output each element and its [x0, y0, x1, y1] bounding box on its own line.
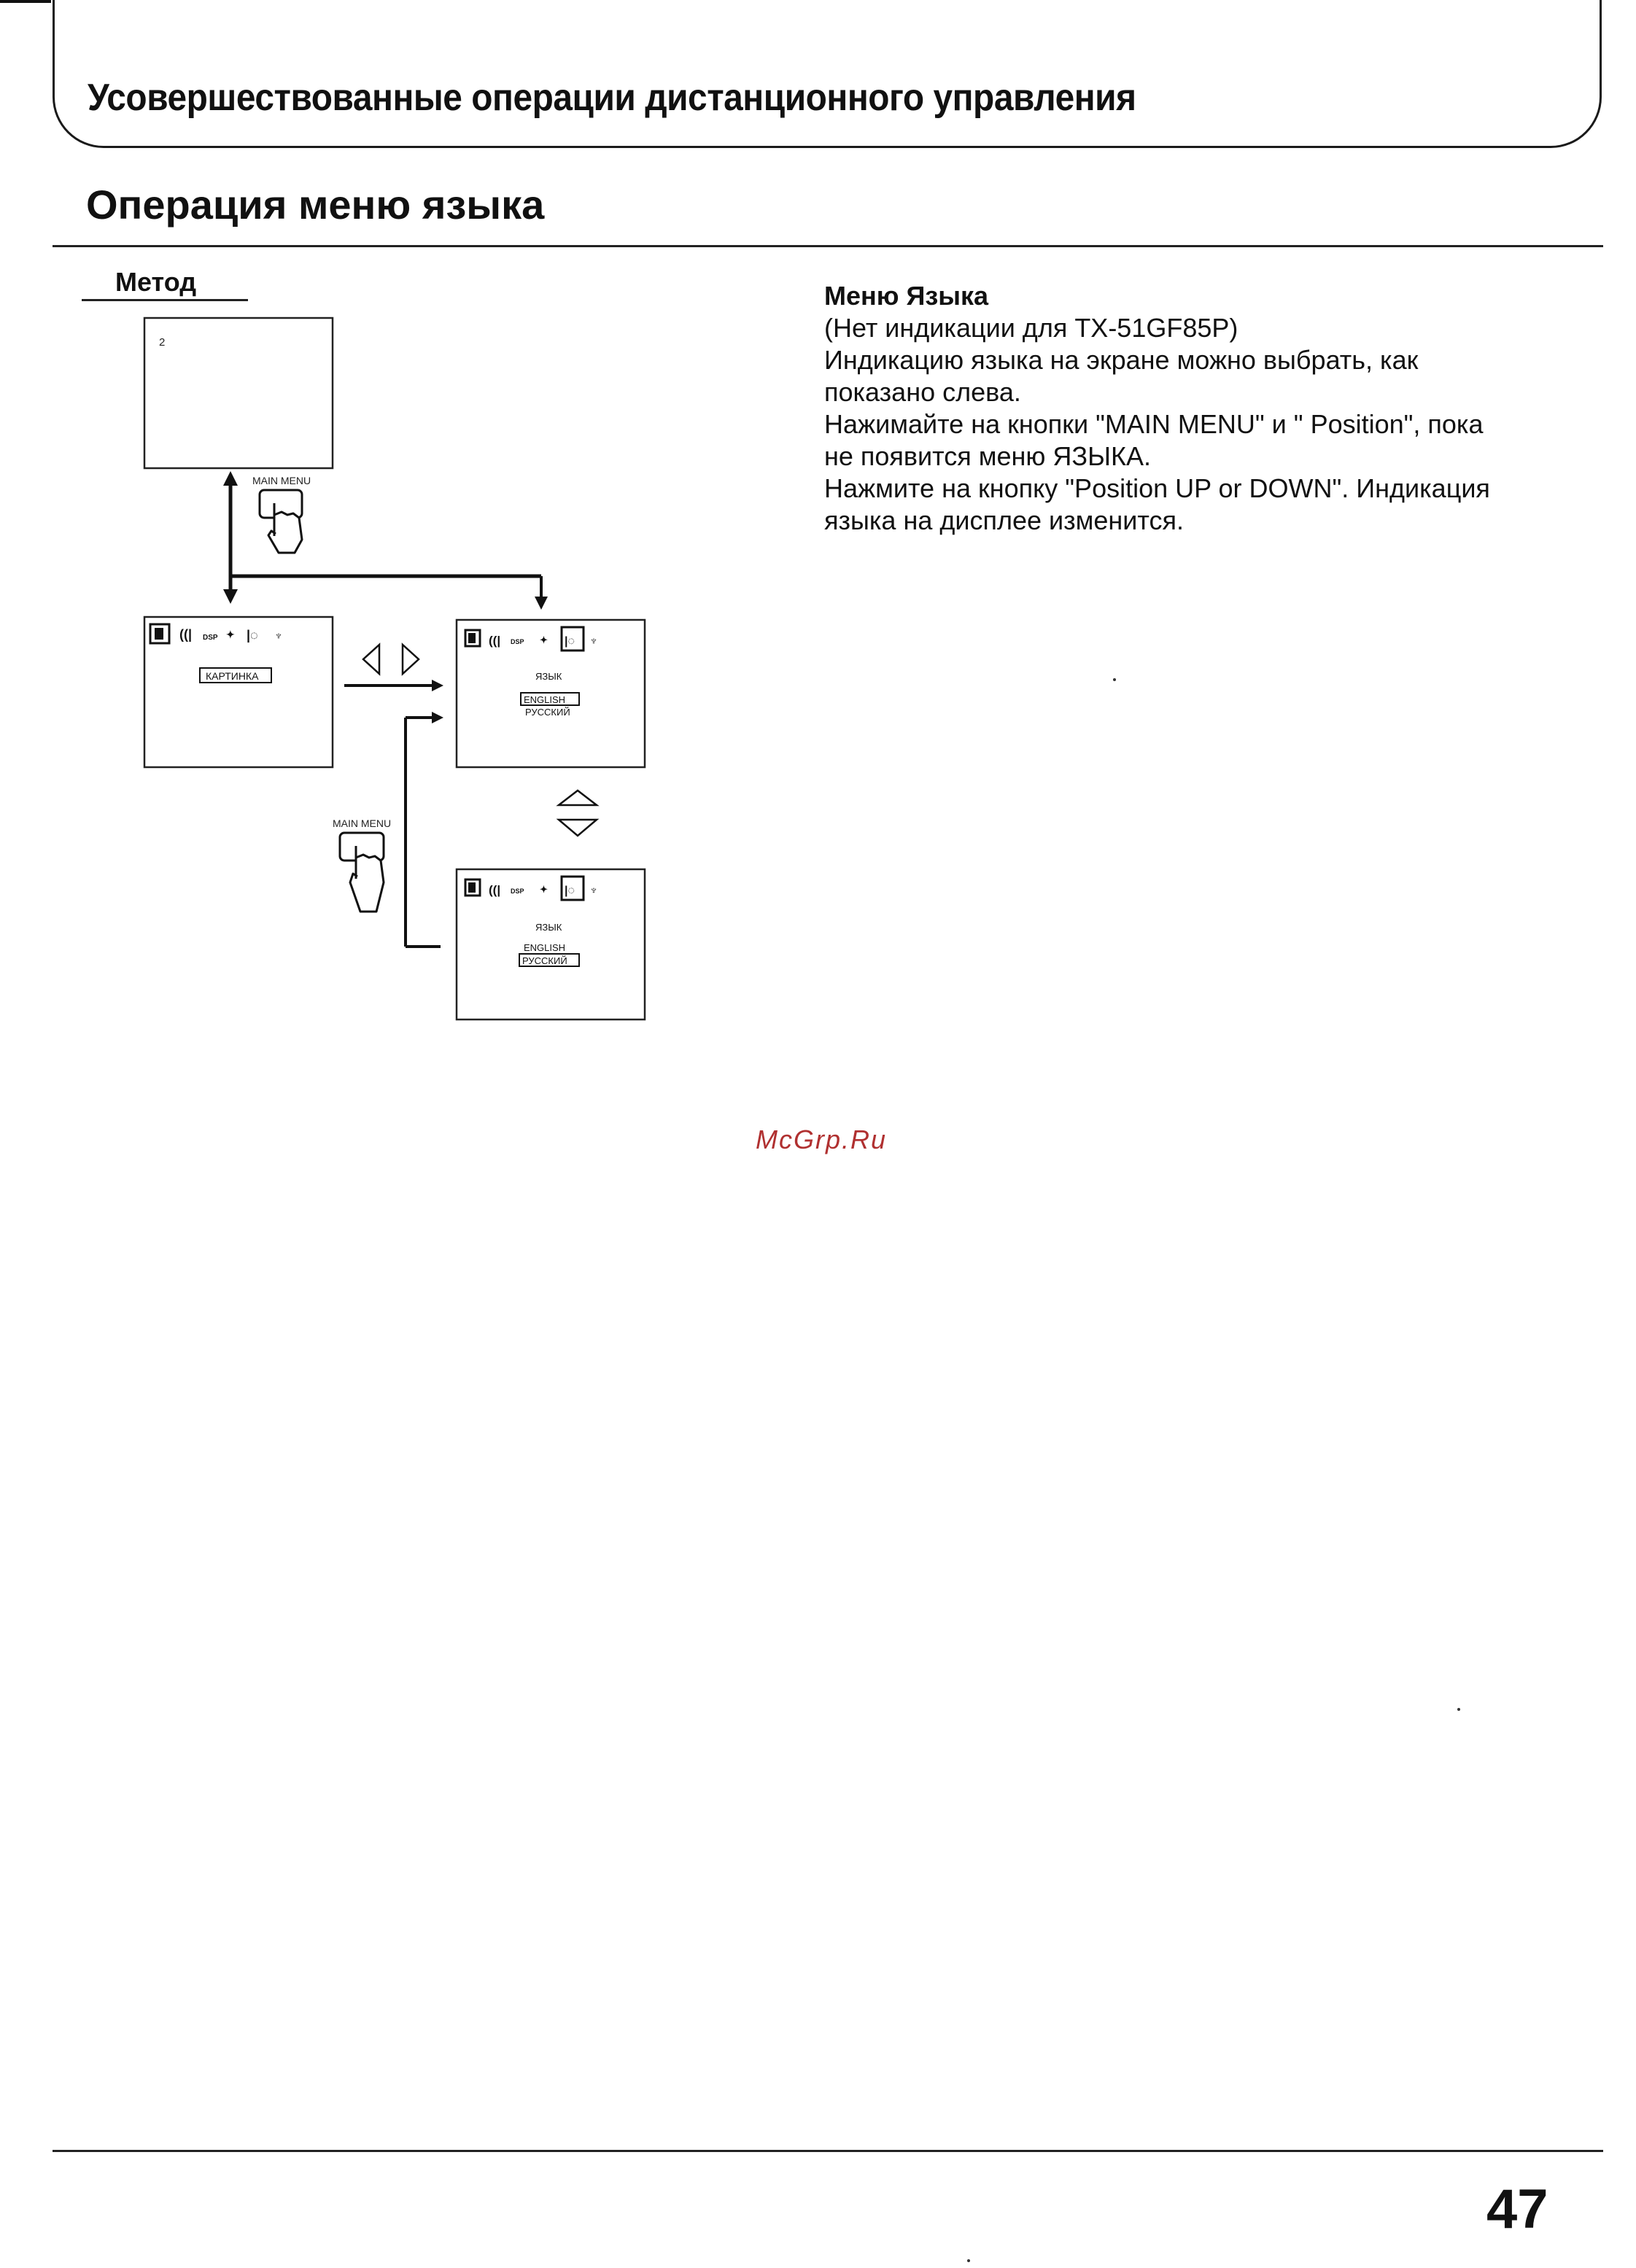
- svg-text:✦: ✦: [540, 884, 548, 895]
- header-frame: [53, 0, 1602, 148]
- svg-text:|◌: |◌: [247, 628, 258, 642]
- instruction-line: Нажмите на кнопку "Position UP or DOWN".…: [824, 473, 1490, 503]
- arrow-up-icon: [223, 471, 238, 486]
- method-underline: [82, 299, 248, 301]
- method-label: Метод: [115, 267, 197, 297]
- language-menu-diagram: 2 MAIN MENU ((| DSP ✦ |◌ ♆ КАРТИНКА: [143, 316, 646, 1021]
- main-menu-label: MAIN MENU: [252, 475, 311, 486]
- svg-text:DSP: DSP: [511, 888, 524, 895]
- option-english: ENGLISH: [524, 942, 565, 953]
- page-corner-mark: [0, 0, 51, 3]
- heading-rule: [53, 245, 1603, 247]
- svg-text:|◌: |◌: [565, 885, 575, 897]
- main-menu-label: MAIN MENU: [333, 818, 391, 829]
- footer-rule: [53, 2150, 1603, 2152]
- option-russian: РУССКИЙ: [522, 955, 567, 966]
- instructions-block: Меню Языка (Нет индикации для TX-51GF85P…: [824, 280, 1605, 537]
- tv-screen-picture-menu: ((| DSP ✦ |◌ ♆ КАРТИНКА: [143, 615, 334, 769]
- language-label: ЯЗЫК: [535, 922, 562, 933]
- page-number: 47: [1486, 2178, 1548, 2240]
- scan-speck: [1113, 678, 1116, 681]
- instruction-line: Индикацию языка на экране можно выбрать,…: [824, 345, 1419, 375]
- menu-icons-row: ((| DSP ✦ |◌ ♆: [464, 626, 598, 652]
- main-menu-button-hand-1: MAIN MENU: [252, 475, 311, 554]
- tv-screen-language-english: ((| DSP ✦ |◌ ♆ ЯЗЫК ENGLISH РУССКИЙ: [455, 618, 646, 769]
- option-english: ENGLISH: [524, 694, 565, 705]
- instruction-line: не появится меню ЯЗЫКА.: [824, 441, 1151, 471]
- main-menu-button-hand-2: MAIN MENU: [333, 818, 391, 913]
- scan-speck: [1457, 1708, 1460, 1711]
- instruction-line: (Нет индикации для TX-51GF85P): [824, 313, 1238, 343]
- tv-screen-language-russian: ((| DSP ✦ |◌ ♆ ЯЗЫК ENGLISH РУССКИЙ: [455, 868, 646, 1021]
- pointing-hand-icon: [267, 503, 303, 554]
- language-label: ЯЗЫК: [535, 671, 562, 682]
- svg-text:DSP: DSP: [511, 638, 524, 645]
- section-title: Усовершествованные операции дистанционно…: [88, 77, 1136, 119]
- instruction-line: Нажимайте на кнопки "MAIN MENU" и " Posi…: [824, 409, 1484, 439]
- instructions-title: Меню Языка: [824, 281, 989, 311]
- svg-text:((|: ((|: [179, 627, 192, 642]
- channel-number: 2: [159, 336, 165, 349]
- position-up-icon: [556, 789, 600, 807]
- tv-screen-initial: 2: [143, 316, 334, 470]
- scan-speck: [967, 2259, 970, 2262]
- svg-text:♆: ♆: [274, 630, 283, 642]
- dsp-icon: DSP: [203, 634, 218, 642]
- svg-text:✦: ✦: [226, 629, 235, 640]
- watermark: McGrp.Ru: [756, 1125, 888, 1154]
- option-russian: РУССКИЙ: [525, 707, 570, 718]
- arrow-down-icon: [535, 597, 548, 610]
- svg-text:|◌: |◌: [565, 635, 575, 648]
- svg-text:♆: ♆: [589, 885, 598, 897]
- arrow-down-icon: [223, 589, 238, 604]
- menu-icons-row: ((| DSP ✦ |◌ ♆: [149, 623, 283, 645]
- instruction-line: показано слева.: [824, 377, 1021, 407]
- position-right-icon: [401, 642, 420, 676]
- page-heading: Операция меню языка: [86, 182, 545, 228]
- instruction-line: языка на дисплее изменится.: [824, 505, 1184, 535]
- menu-icons-row: ((| DSP ✦ |◌ ♆: [464, 875, 598, 901]
- svg-text:♆: ♆: [589, 635, 598, 648]
- svg-text:((|: ((|: [489, 883, 500, 897]
- position-down-icon: [556, 818, 600, 837]
- position-left-icon: [362, 642, 381, 676]
- svg-text:((|: ((|: [489, 634, 500, 648]
- pointing-hand-icon: [349, 846, 385, 913]
- picture-label: КАРТИНКА: [206, 670, 259, 682]
- svg-text:✦: ✦: [540, 634, 548, 645]
